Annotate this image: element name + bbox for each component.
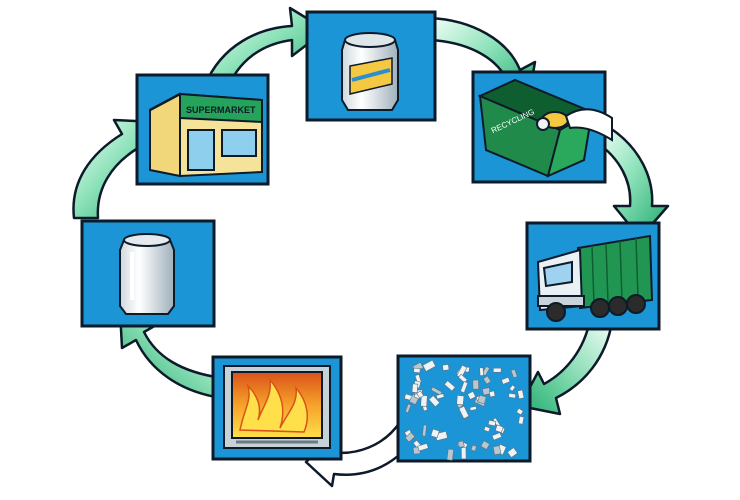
aluminum-flake (470, 444, 478, 452)
aluminum-flake (422, 424, 427, 437)
aluminum-flake (515, 407, 524, 416)
aluminum-flake (508, 392, 517, 399)
aluminum-flake (443, 380, 456, 392)
step-recycling-truck (525, 221, 661, 331)
aluminum-flake (479, 367, 484, 377)
aluminum-flake (430, 428, 440, 439)
aluminum-flake (494, 424, 504, 433)
aluminum-flake (458, 405, 470, 420)
aluminum-flake (482, 387, 491, 396)
aluminum-flake (482, 375, 492, 385)
aluminum-flake (488, 390, 496, 398)
aluminum-flake (518, 415, 525, 425)
supermarket-icon: SUPERMARKET (149, 92, 263, 178)
step-recycling-bin: RECYCLING (471, 70, 613, 184)
aluminum-flake (413, 367, 421, 374)
step-new-can (80, 219, 216, 328)
aluminum-flake (467, 390, 477, 400)
shredded-aluminum-icon (403, 359, 525, 461)
aluminum-flake (430, 386, 443, 396)
aluminum-flake (420, 394, 428, 407)
aluminum-flake (416, 390, 425, 399)
aluminum-flake (501, 376, 511, 385)
aluminum-flake (508, 384, 516, 392)
aluminum-flake (477, 394, 487, 405)
step-furnace-melting (211, 355, 343, 461)
aluminum-flake (435, 393, 445, 400)
aluminum-flake (460, 381, 469, 394)
store-sign: SUPERMARKET (186, 105, 256, 115)
aluminum-flake (442, 364, 450, 371)
furnace-melting-icon (223, 365, 331, 449)
arrow-truck-to-shred-icon (518, 318, 614, 416)
arrow-shred-to-furnace-icon (304, 420, 422, 488)
recycling-truck-icon (536, 234, 654, 322)
aluminum-flake (411, 383, 419, 393)
aluminum-flake (417, 443, 429, 452)
step-shredded-aluminum (396, 354, 532, 463)
aluminum-flake (446, 448, 454, 461)
aluminum-flake (457, 373, 468, 384)
aluminum-flake (493, 367, 502, 373)
step-aluminum-can (305, 10, 437, 122)
aluminum-flake (457, 440, 465, 448)
aluminum-flake (469, 405, 477, 411)
recycling-bin-icon: RECYCLING (477, 78, 613, 178)
aluminum-flake (428, 395, 441, 408)
aluminum-flake (487, 419, 497, 427)
aluminum-flake (422, 359, 437, 372)
aluminum-flake (480, 440, 491, 450)
aluminum-flake (404, 431, 416, 443)
aluminum-flake (460, 447, 467, 460)
aluminum-flake (472, 379, 480, 390)
step-supermarket: SUPERMARKET (135, 73, 270, 186)
aluminum-flake (506, 447, 519, 459)
aluminum-flake (456, 395, 465, 406)
aluminum-flake (517, 389, 525, 400)
aluminum-flake (404, 403, 412, 414)
new-can-icon (119, 233, 175, 315)
aluminum-flake (491, 432, 503, 441)
aluminum-flake (483, 425, 491, 433)
aluminum-flake (492, 445, 502, 456)
aluminum-can-icon (341, 32, 399, 111)
aluminum-flake (510, 368, 518, 379)
